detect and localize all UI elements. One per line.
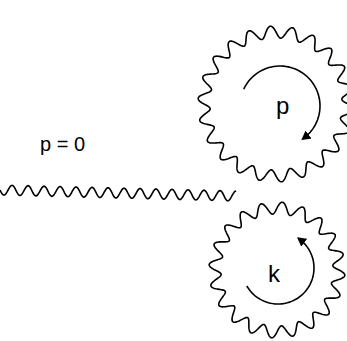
gluon-loop [198, 26, 347, 182]
momentum-arrow [247, 239, 314, 304]
momentum-arrows [244, 66, 320, 304]
momentum-arrow [244, 66, 320, 139]
momentum-label: p = 0 [40, 134, 85, 154]
loop-momentum-label: p [276, 94, 289, 118]
gluon-loop [209, 202, 345, 338]
external-gluon [0, 185, 236, 200]
loop-momentum-label: k [268, 262, 280, 286]
gluon-lines [0, 26, 347, 338]
